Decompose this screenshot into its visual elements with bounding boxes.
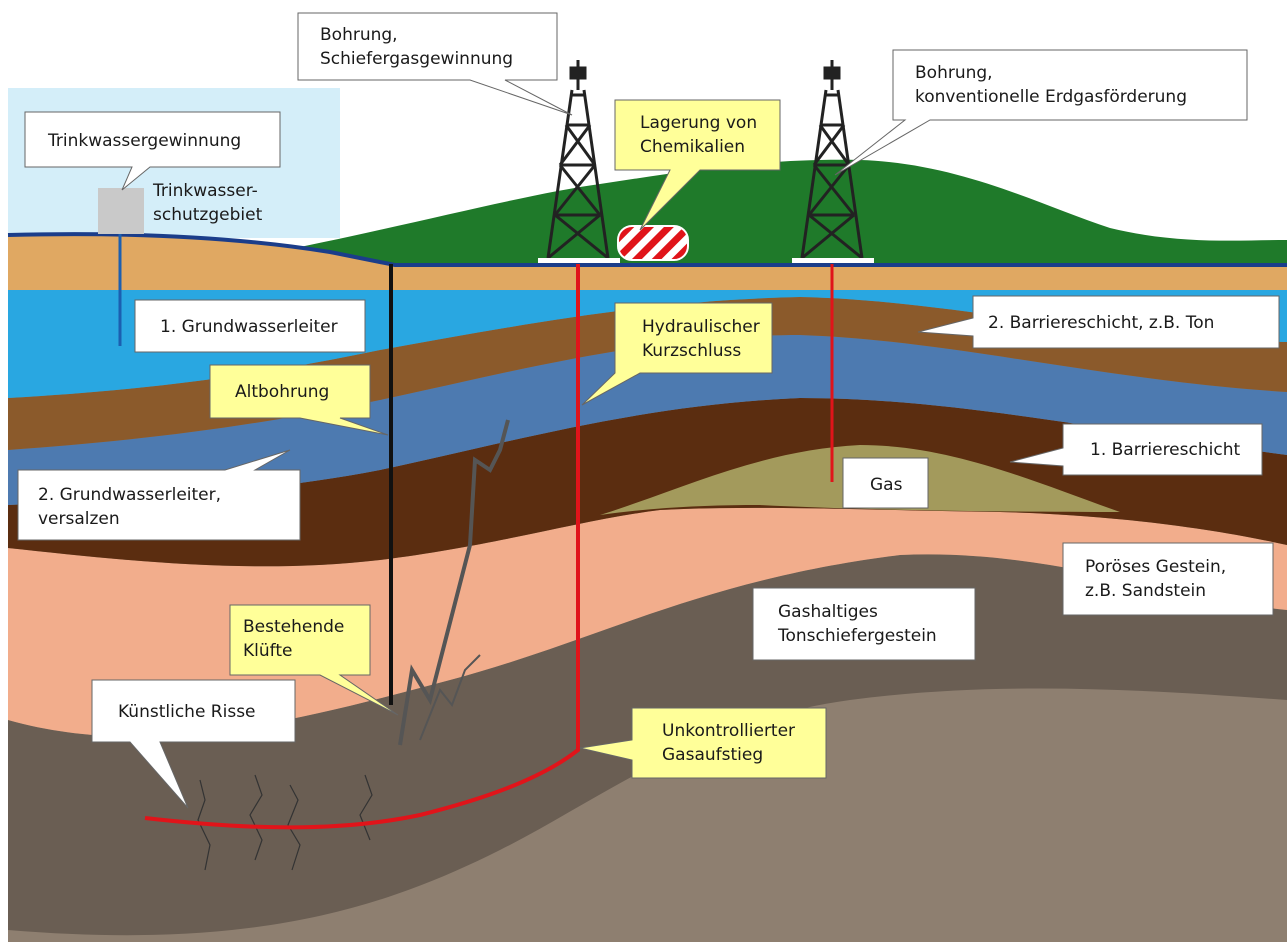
waterworks-building (98, 188, 144, 234)
barrier-1 (8, 398, 1287, 567)
label-poroeses-line1: Poröses Gestein, (1085, 557, 1226, 577)
saline-aquifer (8, 335, 1287, 505)
label-grundwasserleiter-2-line2: versalzen (38, 509, 120, 529)
callout-risse (91, 679, 296, 809)
artificial-cracks (197, 774, 373, 871)
callout-barriere-2 (917, 295, 1280, 349)
label-hydraulisch-line1: Hydraulischer (642, 317, 760, 337)
label-barriere-1: 1. Barriereschicht (1090, 440, 1240, 460)
callout-lagerung (614, 99, 781, 231)
label-gashaltig-line2: Tonschiefergestein (777, 626, 937, 646)
callout-klufte (229, 604, 399, 716)
label-bohrung-konv-line2: konventionelle Erdgasförderung (915, 87, 1187, 107)
callout-barriere-1 (1009, 423, 1263, 476)
surface-line (7, 232, 1287, 267)
label-barriere-2: 2. Barriereschicht, z.B. Ton (988, 313, 1214, 333)
chemical-tank (617, 225, 689, 261)
label-gas: Gas (870, 475, 903, 495)
label-grundwasserleiter-2-line1: 2. Grundwasserleiter, (38, 485, 221, 505)
label-altbohrung: Altbohrung (235, 382, 329, 402)
derrick-shale-gas (538, 60, 620, 263)
label-grundwasserleiter-1: 1. Grundwasserleiter (160, 317, 338, 337)
derrick-conventional (792, 60, 874, 263)
hill (260, 159, 1287, 268)
label-hydraulisch-line2: Kurzschluss (642, 341, 741, 361)
existing-fracture-small (419, 654, 481, 741)
label-gasaufstieg-line1: Unkontrollierter (662, 721, 795, 741)
label-bohrung-schiefer-line2: Schiefergasgewinnung (320, 49, 513, 69)
label-gasaufstieg-line2: Gasaufstieg (662, 745, 763, 765)
callout-gasaufstieg (579, 707, 827, 779)
label-risse: Künstliche Risse (118, 702, 256, 722)
label-schutzgebiet-line1: Trinkwasser- (152, 181, 258, 201)
callout-altbohrung (209, 364, 389, 436)
label-lagerung-line1: Lagerung von (640, 113, 757, 133)
callout-bohrung-konventionell (834, 49, 1248, 176)
callout-gas (842, 457, 929, 509)
callout-poroeses (1062, 542, 1274, 616)
label-bohrung-konv-line1: Bohrung, (915, 63, 993, 83)
label-bohrung-schiefer-line1: Bohrung, (320, 25, 398, 45)
existing-fracture (398, 419, 510, 746)
callout-grundwasserleiter-2 (17, 449, 301, 541)
callout-grundwasserleiter-1 (134, 299, 366, 353)
label-poroeses-line2: z.B. Sandstein (1085, 581, 1206, 601)
callout-bohrung-schiefergas (297, 12, 573, 116)
shale-gas-well (144, 264, 580, 830)
label-gashaltig-line1: Gashaltiges (778, 602, 878, 622)
topsoil (8, 234, 1287, 290)
callout-hydraulisch (581, 302, 773, 406)
label-lagerung-line2: Chemikalien (640, 137, 745, 157)
callout-gashaltig (752, 587, 976, 661)
label-klufte-line1: Bestehende (243, 617, 344, 637)
label-klufte-line2: Klüfte (243, 641, 292, 661)
callout-trinkwassergewinnung (24, 111, 281, 191)
label-schutzgebiet-line2: schutzgebiet (153, 205, 263, 225)
label-trinkwassergewinnung: Trinkwassergewinnung (47, 131, 241, 151)
